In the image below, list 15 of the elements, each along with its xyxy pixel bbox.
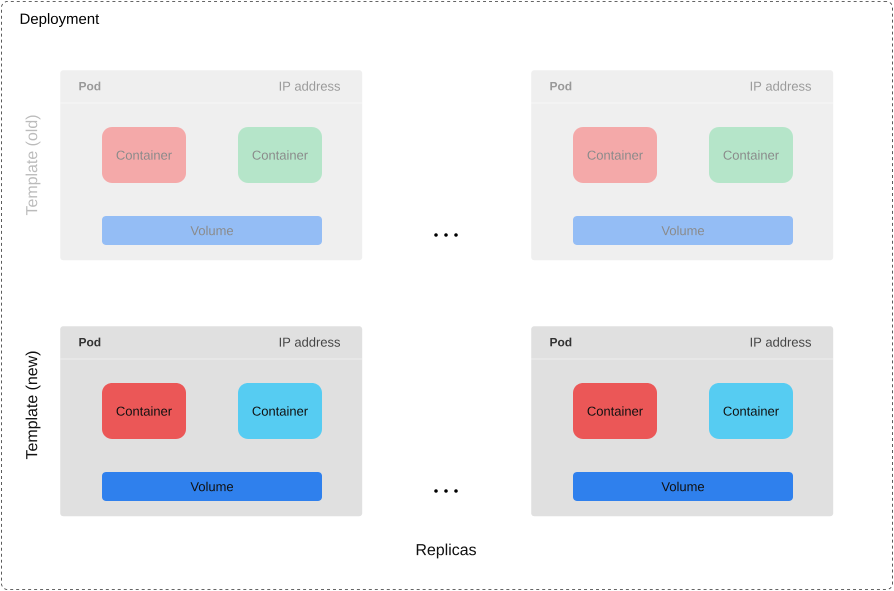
volume-bar: Volume (573, 472, 793, 501)
container-box: Container (102, 383, 186, 439)
volume-bar: Volume (573, 216, 793, 245)
container-box: Container (709, 383, 793, 439)
container-box: Container (573, 383, 657, 439)
axis-label: Replicas (416, 544, 476, 558)
container-box: Container (573, 127, 657, 183)
row-label: Template (new) (26, 352, 40, 460)
volume-bar: Volume (102, 472, 322, 501)
container-box: Container (238, 383, 322, 439)
volume-bar: Volume (102, 216, 322, 245)
container-box: Container (238, 127, 322, 183)
container-box: Container (102, 127, 186, 183)
row-label: Template (old) (26, 116, 40, 216)
container-box: Container (709, 127, 793, 183)
